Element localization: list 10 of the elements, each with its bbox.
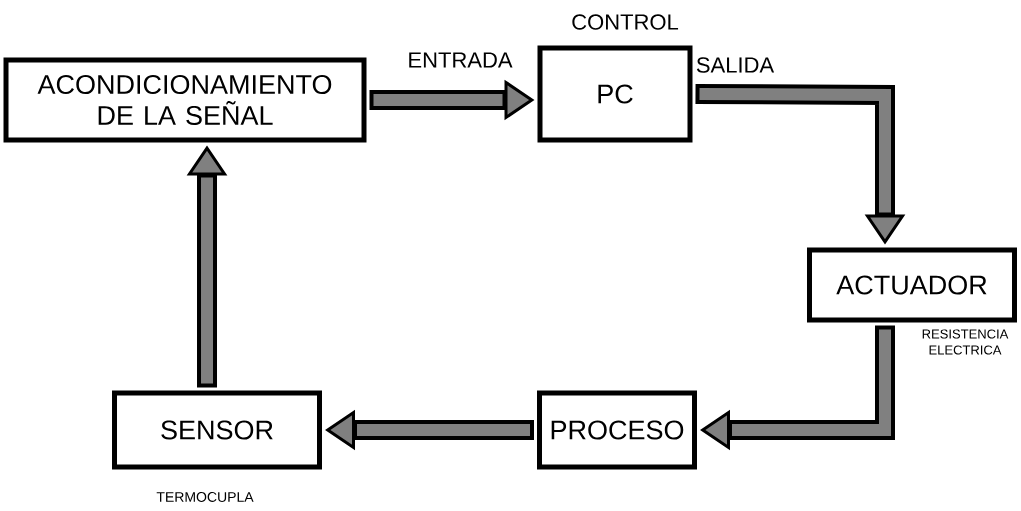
process-box: PC	[537, 45, 693, 143]
node-label: TERMOCUPLA	[156, 492, 254, 502]
edge-label: ENTRADA	[406, 51, 514, 69]
process-box: ACONDICIONAMIENTO DE LA SEÑAL	[3, 57, 367, 143]
process-box: ACTUADOR	[807, 247, 1017, 323]
node-label: CONTROL	[572, 14, 679, 30]
edge-label: SALIDA	[694, 56, 776, 74]
process-box: SENSOR	[112, 390, 322, 470]
process-box: PROCESO	[537, 390, 697, 470]
node-label: RESISTENCIA ELECTRICA	[922, 329, 1009, 355]
